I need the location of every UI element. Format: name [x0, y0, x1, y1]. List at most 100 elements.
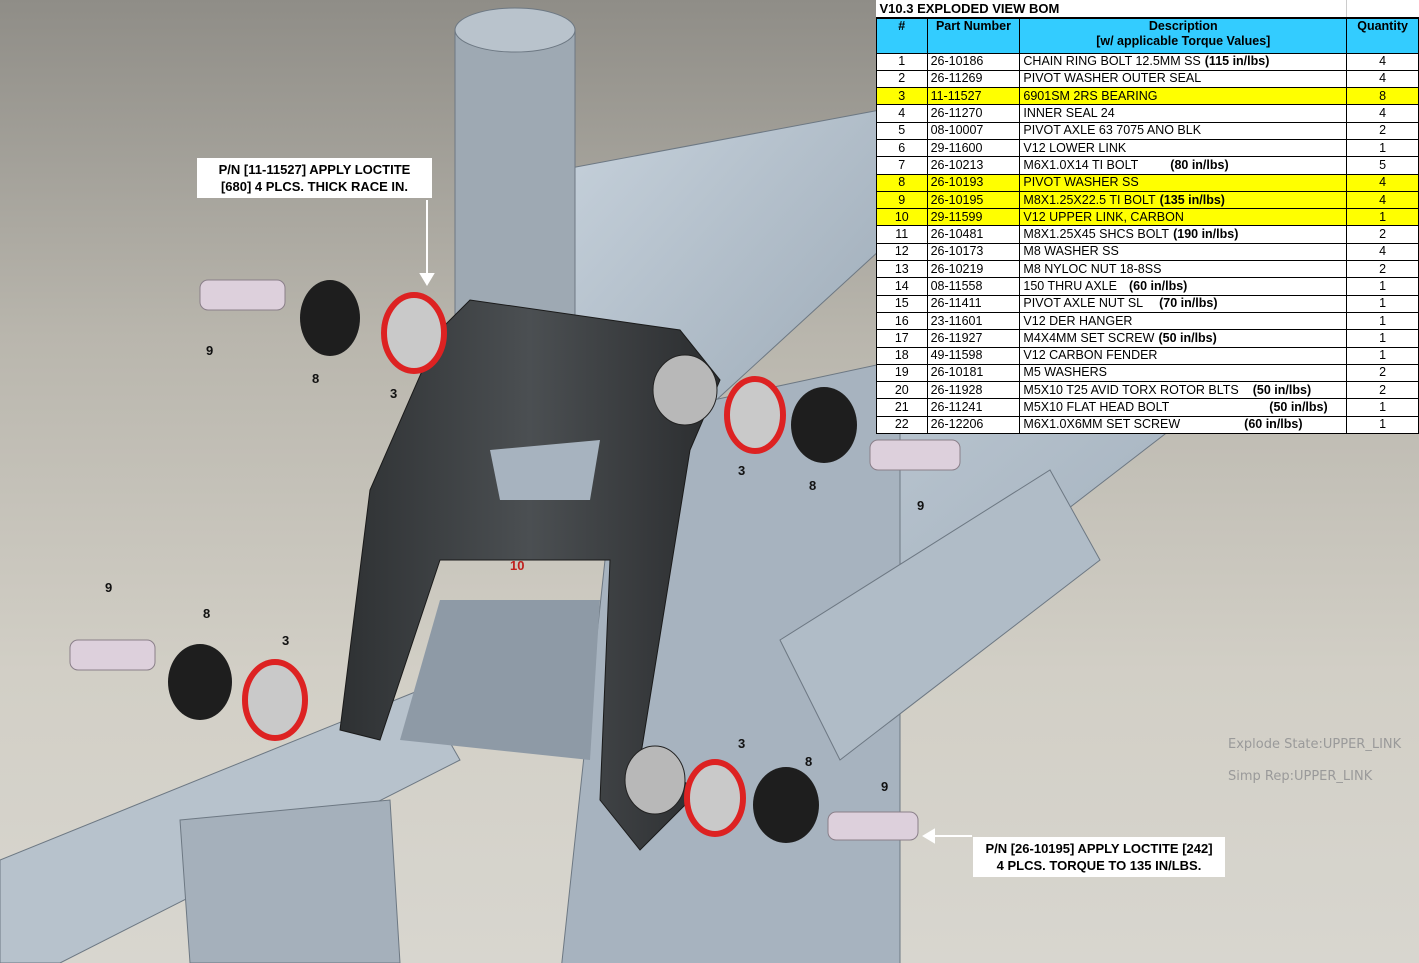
- bom-rows: 1 26-10186 CHAIN RING BOLT 12.5MM SS(115…: [876, 52, 1419, 435]
- quantity: 2: [1346, 363, 1419, 383]
- callout-line: P/N [11-11527] APPLY LOCTITE: [218, 162, 411, 177]
- part-number: 26-11241: [926, 398, 1021, 417]
- table-row: 14 08-11558 150 THRU AXLE(60 in/lbs) 1: [876, 277, 1419, 296]
- description-cell: V12 UPPER LINK, CARBON: [1019, 208, 1348, 227]
- description-cell: INNER SEAL 24: [1019, 104, 1348, 123]
- item-number: 10: [876, 208, 928, 227]
- table-row: 16 23-11601 V12 DER HANGER 1: [876, 311, 1419, 331]
- item-number: 22: [876, 415, 928, 435]
- part-label: 8: [809, 478, 817, 493]
- hardware-set-top-left: [199, 279, 447, 374]
- torque-value: (50 in/lbs): [1269, 400, 1328, 415]
- quantity: 4: [1346, 52, 1419, 71]
- description: PIVOT AXLE NUT SL: [1023, 296, 1144, 311]
- quantity: 1: [1346, 346, 1419, 365]
- description: CHAIN RING BOLT 12.5MM SS: [1023, 54, 1201, 69]
- description: M5 WASHERS: [1023, 365, 1107, 380]
- description: M5X10 FLAT HEAD BOLT: [1023, 400, 1170, 415]
- callout-bearing-loctite: P/N [11-11527] APPLY LOCTITE [680] 4 PLC…: [197, 158, 432, 198]
- description-cell: 6901SM 2RS BEARING: [1019, 87, 1348, 106]
- torque-value: (80 in/lbs): [1170, 157, 1229, 172]
- part-label: 9: [917, 498, 925, 513]
- col-header-number: #: [876, 17, 928, 54]
- item-number: 21: [876, 398, 928, 417]
- description-cell: M5X10 T25 AVID TORX ROTOR BLTS(50 in/lbs…: [1019, 381, 1348, 400]
- part-number: 26-10173: [926, 242, 1021, 262]
- description: V12 CARBON FENDER: [1023, 348, 1158, 363]
- callout-line: P/N [26-10195] APPLY LOCTITE [242]: [985, 841, 1213, 856]
- description-cell: M8 WASHER SS: [1019, 242, 1348, 262]
- description-cell: M5 WASHERS: [1019, 363, 1348, 383]
- table-row: 15 26-11411 PIVOT AXLE NUT SL(70 in/lbs)…: [876, 294, 1419, 313]
- description: M4X4MM SET SCREW: [1023, 330, 1155, 345]
- header-line: [w/ applicable Torque Values]: [1096, 34, 1271, 48]
- quantity: 1: [1346, 294, 1419, 313]
- description: V12 LOWER LINK: [1023, 140, 1127, 155]
- item-number: 14: [876, 277, 928, 296]
- description-cell: M6X1.0X14 TI BOLT(80 in/lbs): [1019, 156, 1348, 175]
- description-cell: M8X1.25X45 SHCS BOLT(190 in/lbs): [1019, 225, 1348, 244]
- part-label: 10: [510, 558, 525, 573]
- part-number: 23-11601: [926, 311, 1021, 331]
- table-row: 20 26-11928 M5X10 T25 AVID TORX ROTOR BL…: [876, 381, 1419, 400]
- quantity: 1: [1346, 277, 1419, 296]
- torque-value: (70 in/lbs): [1159, 296, 1218, 311]
- quantity: 1: [1346, 329, 1419, 348]
- item-number: 2: [876, 69, 928, 89]
- table-row: 19 26-10181 M5 WASHERS 2: [876, 363, 1419, 383]
- description-cell: M5X10 FLAT HEAD BOLT (50 in/lbs): [1019, 398, 1348, 417]
- table-row: 4 26-11270 INNER SEAL 24 4: [876, 104, 1419, 123]
- col-header-part-number: Part Number: [926, 17, 1021, 54]
- simp-rep-text: Simp Rep:UPPER_LINK: [1228, 769, 1373, 784]
- quantity: 5: [1346, 156, 1419, 175]
- quantity: 1: [1346, 415, 1419, 435]
- item-number: 19: [876, 363, 928, 383]
- quantity: 4: [1346, 242, 1419, 262]
- part-number: 49-11598: [926, 346, 1021, 365]
- table-row: 21 26-11241 M5X10 FLAT HEAD BOLT (50 in/l…: [876, 398, 1419, 417]
- quantity: 1: [1346, 311, 1419, 331]
- part-label: 9: [881, 779, 889, 794]
- torque-value: (50 in/lbs): [1252, 382, 1312, 397]
- table-row: 6 29-11600 V12 LOWER LINK 1: [876, 138, 1419, 158]
- quantity: 1: [1346, 138, 1419, 158]
- part-number: 26-11269: [926, 69, 1021, 89]
- part-number: 26-10219: [926, 260, 1021, 279]
- part-number: 29-11599: [926, 208, 1021, 227]
- part-number: 08-10007: [926, 121, 1021, 140]
- table-row: 1 26-10186 CHAIN RING BOLT 12.5MM SS(115…: [876, 52, 1419, 71]
- upper-link-carbon: [339, 299, 721, 851]
- description-cell: CHAIN RING BOLT 12.5MM SS(115 in/lbs): [1019, 52, 1348, 71]
- part-label: 9: [206, 343, 214, 358]
- part-label: 3: [282, 633, 290, 648]
- table-row: 5 08-10007 PIVOT AXLE 63 7075 ANO BLK 2: [876, 121, 1419, 140]
- table-row: 17 26-11927 M4X4MM SET SCREW(50 in/lbs) …: [876, 329, 1419, 348]
- description-cell: PIVOT WASHER SS: [1019, 173, 1348, 192]
- quantity: 4: [1346, 104, 1419, 123]
- item-number: 12: [876, 242, 928, 262]
- description: M8 NYLOC NUT 18-8SS: [1023, 261, 1162, 276]
- part-number: 26-11928: [926, 381, 1021, 400]
- part-number: 26-11411: [926, 294, 1021, 313]
- quantity: 1: [1346, 208, 1419, 227]
- table-row: 3 11-11527 6901SM 2RS BEARING 8: [876, 87, 1419, 106]
- description-cell: 150 THRU AXLE(60 in/lbs): [1019, 277, 1348, 296]
- table-row: 10 29-11599 V12 UPPER LINK, CARBON 1: [876, 208, 1419, 227]
- part-label: 8: [203, 606, 211, 621]
- part-number: 26-10181: [926, 363, 1021, 383]
- torque-value: (115 in/lbs): [1204, 54, 1270, 69]
- description: V12 UPPER LINK, CARBON: [1023, 209, 1184, 224]
- item-number: 7: [876, 156, 928, 175]
- part-number: 26-10186: [926, 52, 1021, 71]
- item-number: 17: [876, 329, 928, 348]
- callout-line: 4 PLCS. TORQUE TO 135 IN/LBS.: [996, 858, 1202, 873]
- part-number: 08-11558: [926, 277, 1021, 296]
- torque-value: (60 in/lbs): [1244, 417, 1303, 432]
- torque-value: (135 in/lbs): [1159, 192, 1225, 207]
- table-row: 12 26-10173 M8 WASHER SS 4: [876, 242, 1419, 262]
- item-number: 3: [876, 87, 928, 106]
- description-cell: M8 NYLOC NUT 18-8SS: [1019, 260, 1348, 279]
- part-number: 26-11270: [926, 104, 1021, 123]
- description-cell: V12 LOWER LINK: [1019, 138, 1348, 158]
- callout-arrows: [419, 200, 972, 844]
